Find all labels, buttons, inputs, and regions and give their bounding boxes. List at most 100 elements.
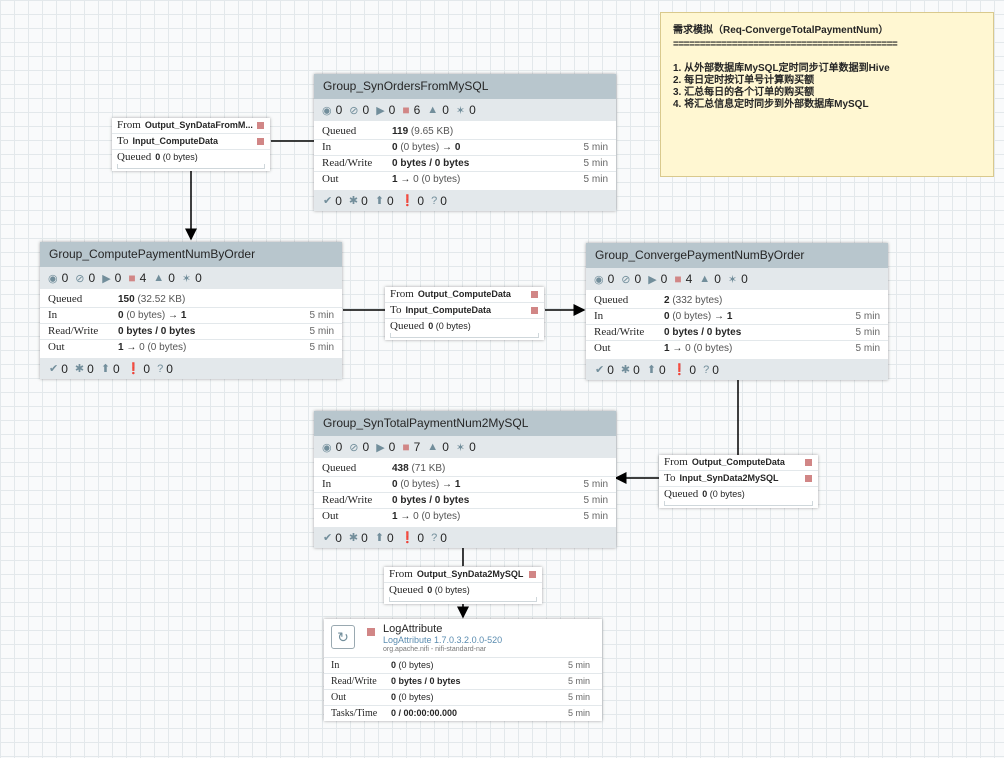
process-group-converge[interactable]: Group_ConvergePaymentNumByOrder ◉0 ⊘0 ▶0… [586,243,888,380]
version-bar: ✔0 ✱0 ⬆0 ❗0 ?0 [586,359,888,380]
queue-bar [390,333,539,338]
note-line: 1. 从外部数据库MySQL定时同步订单数据到Hive [673,63,890,74]
note-title: 需求模拟（Req-ConvergeTotalPaymentNum） [673,25,889,36]
locally-modified-stale-icon: ❗ [126,363,141,375]
transmitting-icon: ◉ [322,441,332,454]
sync-failure-icon: ? [431,531,438,544]
process-group-syn-total[interactable]: Group_SynTotalPaymentNum2MySQL ◉0 ⊘0 ▶0 … [314,411,616,548]
modified-icon: ✱ [620,364,631,376]
version-bar: ✔0 ✱0 ⬆0 ❗0 ?0 [314,190,616,211]
modified-icon: ✱ [74,363,85,375]
stopped-icon [805,459,812,466]
note-separator: ========================================… [673,39,898,50]
requirement-note[interactable]: 需求模拟（Req-ConvergeTotalPaymentNum） ======… [660,12,994,177]
stopped-icon [257,138,264,145]
invalid-icon: ▲ [153,272,165,284]
note-line: 4. 将汇总信息定时同步到外部数据库MySQL [673,99,869,110]
stopped-icon: ■ [402,440,410,454]
not-transmitting-icon: ⊘ [349,104,359,117]
process-group-name[interactable]: Group_ConvergePaymentNumByOrder [586,243,888,268]
transmitting-icon: ◉ [594,273,604,286]
stopped-icon [257,122,264,129]
processor-name[interactable]: LogAttribute [383,623,443,635]
processor-type: LogAttribute 1.7.0.3.2.0.0-520 [383,635,503,645]
queue-bar [664,501,813,506]
stale-icon: ⬆ [100,363,111,375]
stopped-icon [805,475,812,482]
transmitting-icon: ◉ [322,104,332,117]
queue-bar [117,164,265,169]
stopped-icon: ■ [674,272,682,286]
up-to-date-icon: ✔ [323,532,333,544]
stale-icon: ⬆ [646,364,657,376]
status-bar: ◉0 ⊘0 ▶0 ■4 ▲0 ✶0 [586,268,888,290]
disabled-icon: ✶ [727,273,738,286]
up-to-date-icon: ✔ [595,364,605,376]
running-icon: ▶ [376,104,385,117]
invalid-icon: ▲ [427,441,439,453]
status-bar: ◉0 ⊘0 ▶0 ■6 ▲0 ✶0 [314,99,616,121]
locally-modified-stale-icon: ❗ [672,364,687,376]
stopped-icon [531,291,538,298]
process-group-name[interactable]: Group_SynTotalPaymentNum2MySQL [314,411,616,436]
process-group-syn-orders[interactable]: Group_SynOrdersFromMySQL ◉0 ⊘0 ▶0 ■6 ▲0 … [314,74,616,211]
disabled-icon: ✶ [455,104,466,117]
invalid-icon: ▲ [699,273,711,285]
version-bar: ✔0 ✱0 ⬆0 ❗0 ?0 [314,527,616,548]
stopped-icon: ■ [402,103,410,117]
invalid-icon: ▲ [427,104,439,116]
up-to-date-icon: ✔ [49,363,59,375]
stopped-icon: ■ [128,271,136,285]
process-group-name[interactable]: Group_ComputePaymentNumByOrder [40,242,342,267]
status-bar: ◉0 ⊘0 ▶0 ■4 ▲0 ✶0 [40,267,342,289]
locally-modified-stale-icon: ❗ [400,532,415,544]
running-icon: ▶ [102,272,111,285]
disabled-icon: ✶ [181,272,192,285]
not-transmitting-icon: ⊘ [75,272,85,285]
process-group-compute[interactable]: Group_ComputePaymentNumByOrder ◉0 ⊘0 ▶0 … [40,242,342,379]
version-bar: ✔0 ✱0 ⬆0 ❗0 ?0 [40,358,342,379]
note-line: 3. 汇总每日的各个订单的购买额 [673,87,815,98]
running-icon: ▶ [648,273,657,286]
stale-icon: ⬆ [374,532,385,544]
modified-icon: ✱ [348,195,359,207]
transmitting-icon: ◉ [48,272,58,285]
processor-bundle: org.apache.nifi - nifi-standard-nar [383,646,487,653]
stopped-icon [367,628,375,636]
stopped-icon [529,571,536,578]
process-group-name[interactable]: Group_SynOrdersFromMySQL [314,74,616,99]
processor-log-attribute[interactable]: ↻ LogAttribute LogAttribute 1.7.0.3.2.0.… [324,619,602,721]
not-transmitting-icon: ⊘ [621,273,631,286]
sync-failure-icon: ? [431,194,438,207]
processor-icon: ↻ [331,625,355,649]
sync-failure-icon: ? [703,363,710,376]
note-line: 2. 每日定时按订单号计算购买额 [673,75,815,86]
not-transmitting-icon: ⊘ [349,441,359,454]
modified-icon: ✱ [348,532,359,544]
stopped-icon [531,307,538,314]
locally-modified-stale-icon: ❗ [400,195,415,207]
